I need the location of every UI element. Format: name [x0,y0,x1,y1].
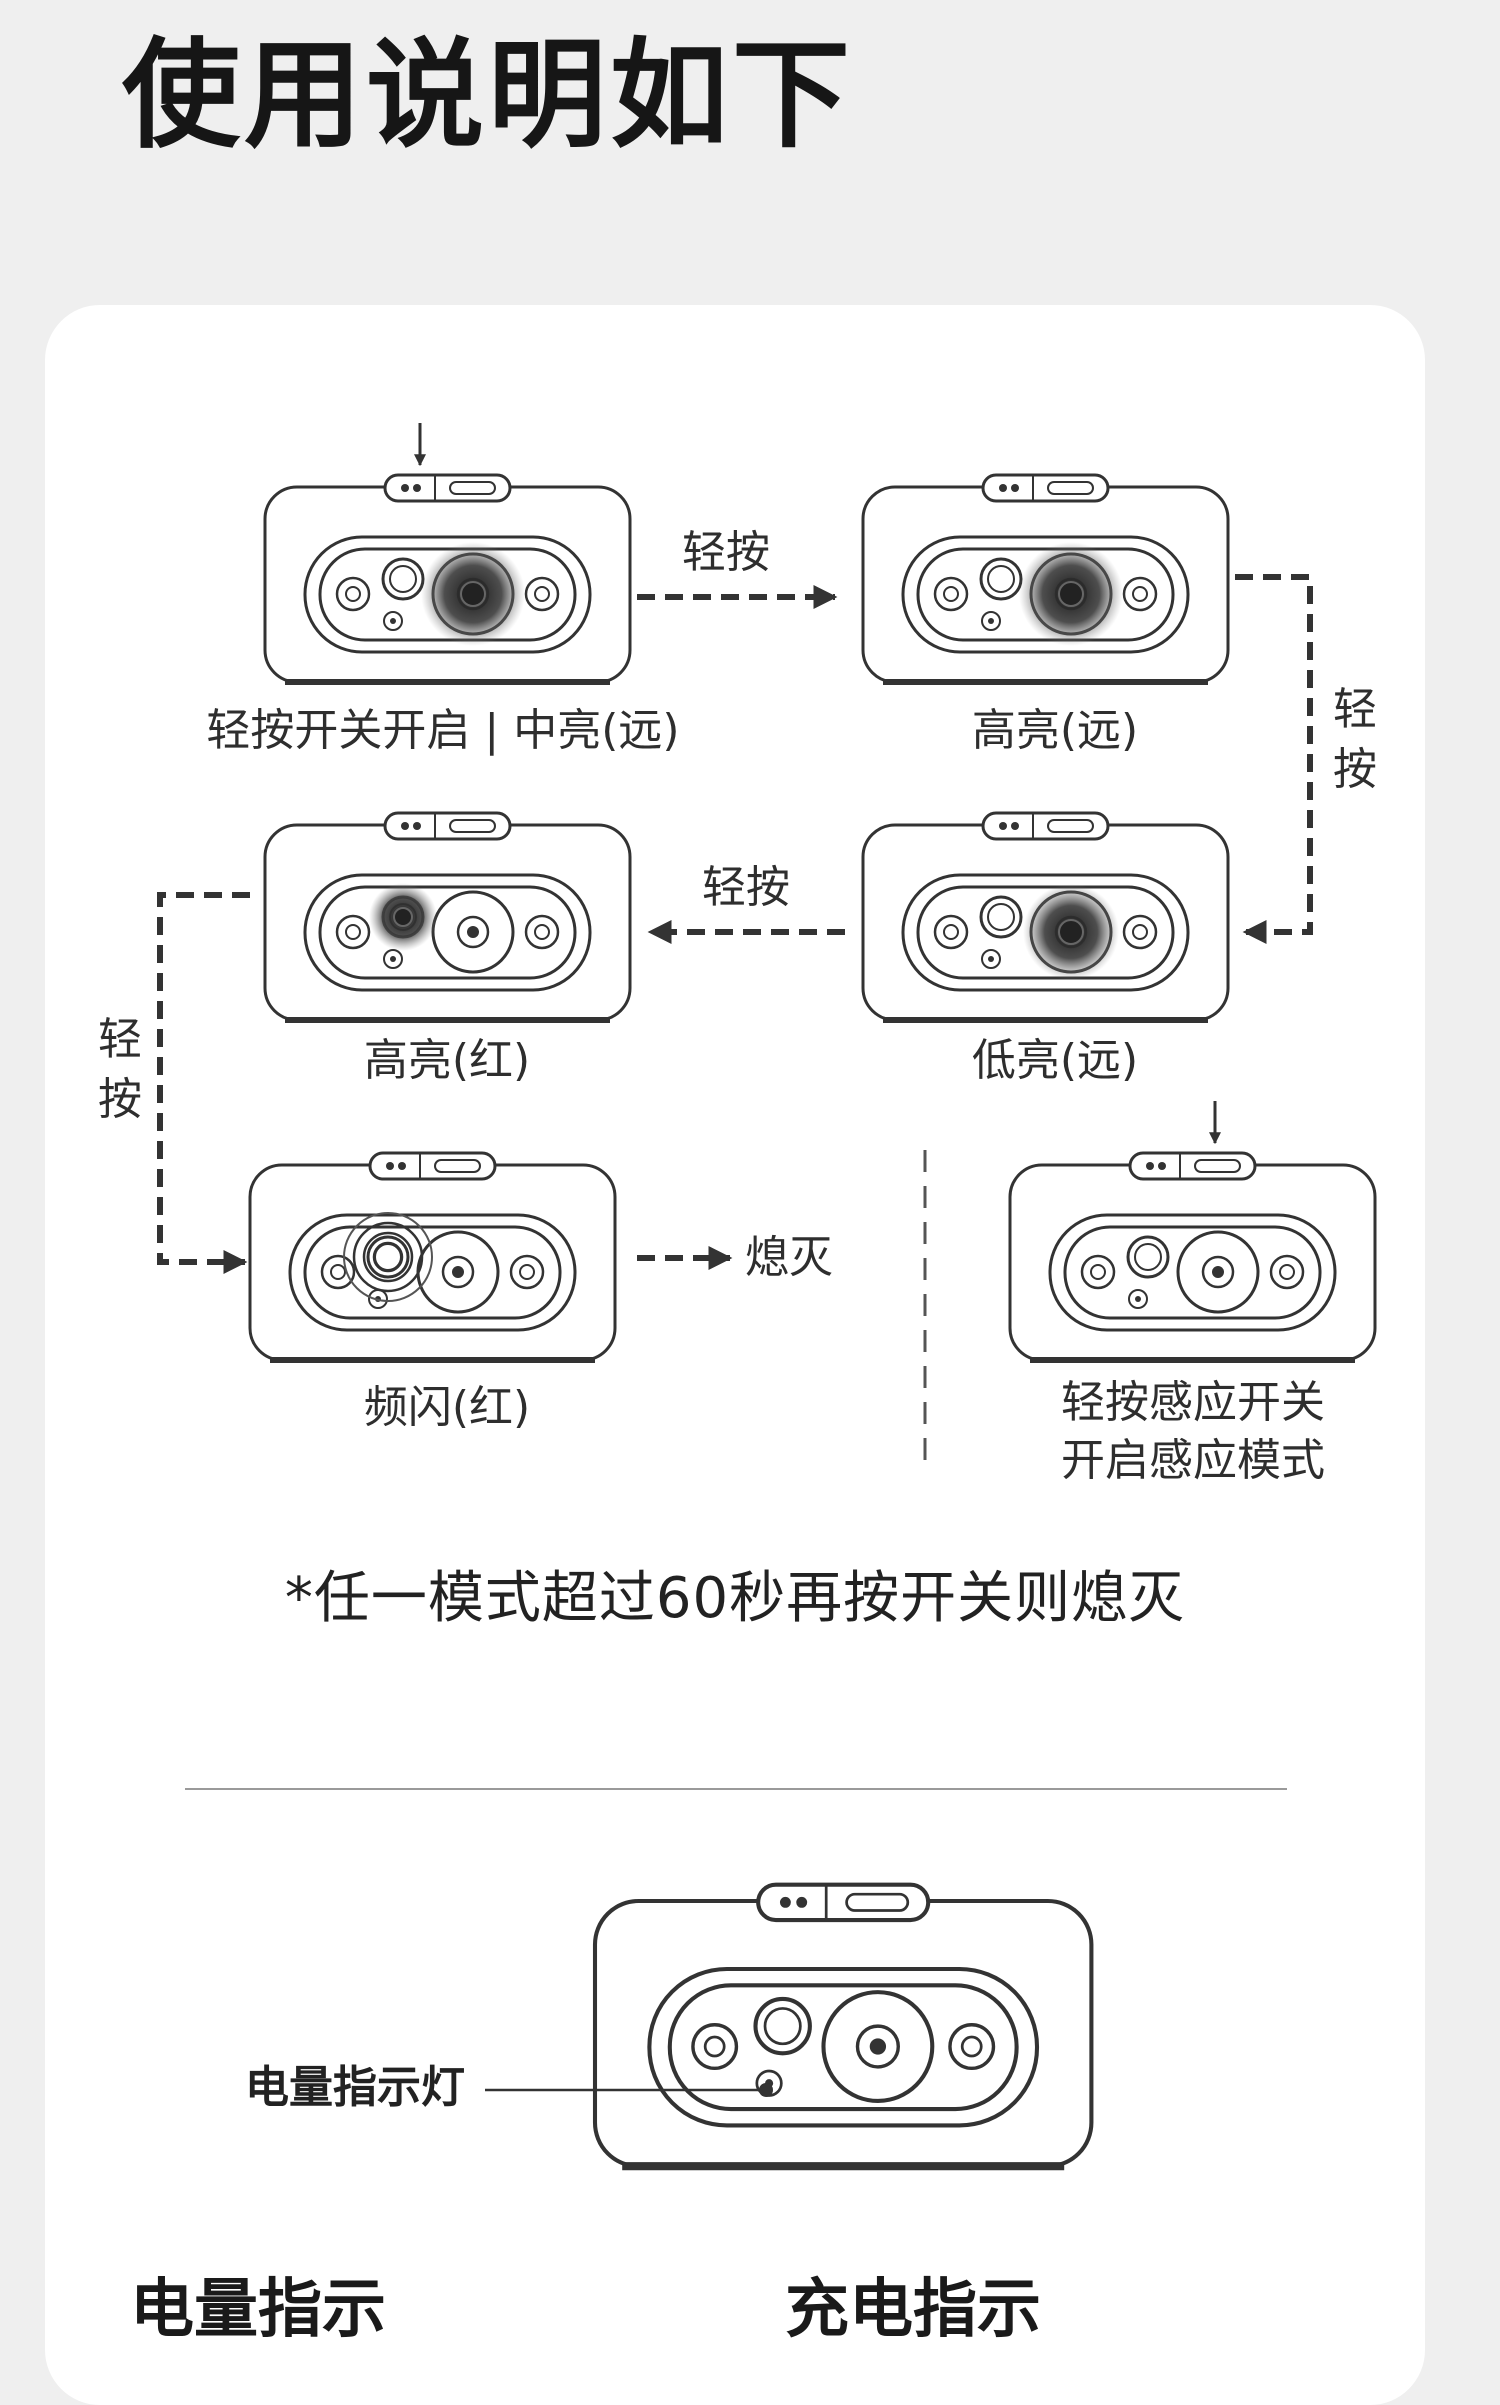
flow-arrow-2-3 [1235,574,1313,944]
lamp-sensor [1010,1153,1375,1360]
charging-heading: 充电指示 [785,2273,1041,2347]
off-label: 熄灭 [745,1232,833,1283]
action-label-3-4: 轻按 [702,862,790,913]
mode-flow-diagram [157,423,1425,2405]
caption-step-4: 高亮(红) [363,1035,531,1086]
lamp-step-1 [265,475,630,682]
lamp-battery [595,1885,1091,2167]
sensor-caption-line2: 开启感应模式 [1061,1435,1325,1486]
action-label-1-2: 轻按 [682,527,770,578]
page-title: 使用说明如下 [122,26,855,164]
battery-indicator-label: 电量指示灯 [245,2062,465,2113]
caption-step-3: 低亮(远) [971,1035,1139,1086]
action-label-4-5: 轻按 [98,1014,142,1125]
lamp-step-5 [250,1153,615,1360]
instruction-card: 轻按开关开启 | 中亮(远) 高亮(远) 低亮(远) 高亮(红) 频闪(红) 轻… [45,305,1425,2405]
auto-off-note: *任一模式超过60秒再按开关则熄灭 [284,1566,1186,1631]
flow-arrow-4-5 [157,892,250,1274]
battery-heading: 电量指示 [130,2273,386,2347]
section-divider [185,1788,1287,1790]
caption-step-1: 轻按开关开启 | 中亮(远) [206,705,680,756]
caption-step-5: 频闪(红) [363,1382,531,1433]
battery-indicator-dot [759,2083,773,2097]
sensor-caption-line1: 轻按感应开关 [1061,1377,1325,1428]
caption-step-2: 高亮(远) [971,705,1139,756]
action-label-2-3: 轻按 [1333,684,1377,795]
lamp-step-3 [863,813,1228,1020]
lamp-step-2 [863,475,1228,682]
lamp-step-4 [265,813,630,1020]
